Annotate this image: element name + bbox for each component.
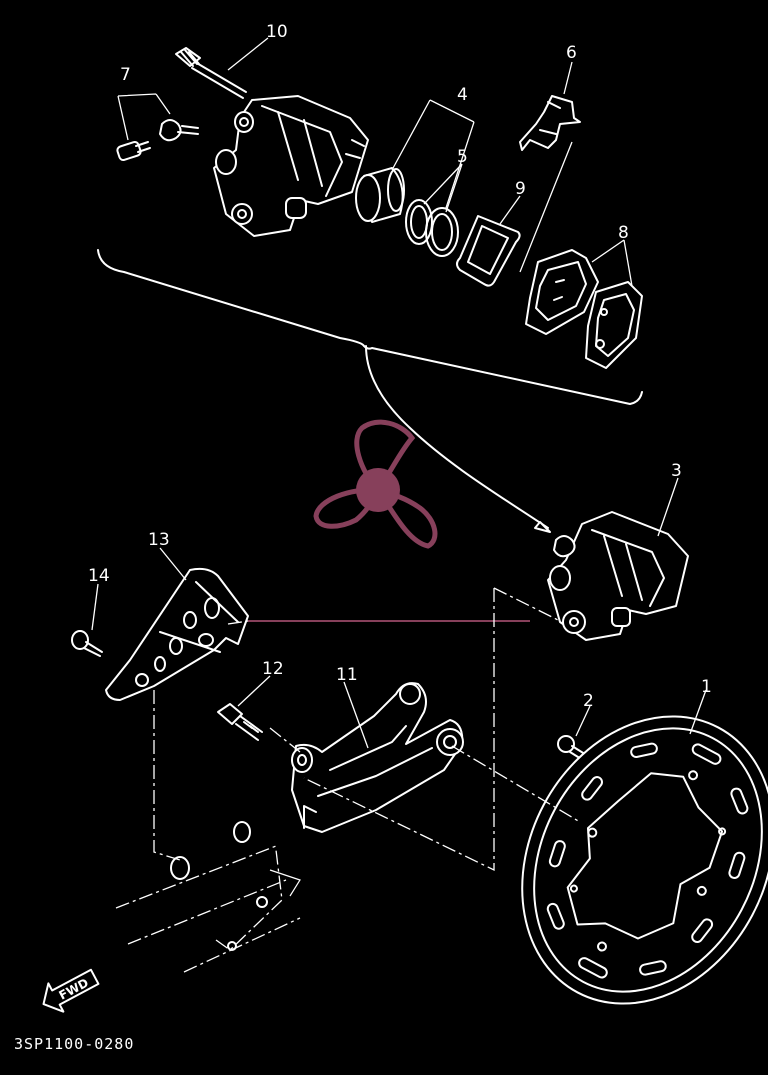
subassembly-bracket xyxy=(97,249,643,533)
piston xyxy=(355,167,405,223)
callout-11: 11 xyxy=(336,665,358,685)
callout-12: 12 xyxy=(262,659,284,679)
propeller-logo-icon xyxy=(248,419,530,622)
caliper-assembly xyxy=(547,511,689,641)
brake-pads xyxy=(525,249,643,369)
caliper-body-upper xyxy=(213,95,369,237)
bleed-screw xyxy=(116,119,199,162)
piston-seals xyxy=(405,199,459,257)
callout-2: 2 xyxy=(583,691,594,711)
callout-14: 14 xyxy=(88,566,110,586)
callout-3: 3 xyxy=(671,461,682,481)
callout-10: 10 xyxy=(266,22,288,42)
caliper-guard xyxy=(105,567,249,701)
callout-5: 5 xyxy=(457,147,468,167)
leader-lines xyxy=(91,37,707,872)
callout-6: 6 xyxy=(566,43,577,63)
pad-shim xyxy=(456,215,521,287)
guard-screw xyxy=(71,630,103,657)
caliper-pin-bolt xyxy=(175,47,247,99)
pad-spring xyxy=(519,95,581,151)
callout-13: 13 xyxy=(148,530,170,550)
fwd-arrow-icon: FWD xyxy=(42,968,100,1013)
caliper-bracket xyxy=(291,682,464,833)
callout-9: 9 xyxy=(515,179,526,199)
swingarm-outline xyxy=(115,821,301,973)
callout-4: 4 xyxy=(457,85,468,105)
diagram-reference-code: 3SP1100-0280 xyxy=(14,1035,134,1053)
callout-8: 8 xyxy=(618,223,629,243)
brake-disc xyxy=(521,715,768,1005)
bracket-bolt xyxy=(217,703,263,741)
callout-7: 7 xyxy=(120,65,131,85)
callout-1: 1 xyxy=(701,677,712,697)
